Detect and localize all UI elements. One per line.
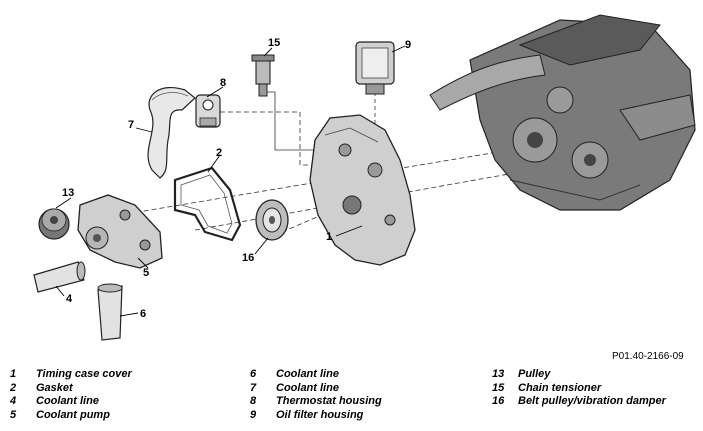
exploded-view-diagram: 1 2 4 5 6 7 8 9 13 15 16 — [33, 14, 696, 341]
callout-6: 6 — [140, 308, 146, 320]
coolant-pump — [77, 194, 163, 269]
callout-8: 8 — [220, 77, 226, 89]
oil-filter-housing — [355, 41, 395, 95]
coolant-line-short — [33, 261, 86, 293]
callout-5: 5 — [143, 267, 149, 279]
engine-assembly — [429, 14, 696, 211]
callout-labels: 1 2 4 5 6 7 8 9 13 15 16 — [62, 37, 411, 320]
leader-lines — [55, 45, 406, 317]
reference-code: P01.40-2166-09 — [612, 351, 684, 362]
coolant-line-upper — [147, 87, 196, 179]
callout-9: 9 — [405, 39, 411, 51]
callout-15: 15 — [268, 37, 280, 49]
callout-13: 13 — [62, 187, 74, 199]
thermostat-housing — [195, 94, 221, 128]
alignment-lines — [119, 85, 521, 236]
callout-1: 1 — [326, 231, 332, 243]
coolant-line-long — [97, 283, 123, 341]
callout-16: 16 — [242, 252, 254, 264]
callout-7: 7 — [128, 119, 134, 131]
belt-pulley-vibration-damper — [255, 199, 289, 241]
timing-case-cover — [309, 114, 416, 266]
callout-4: 4 — [66, 293, 73, 305]
gasket — [173, 166, 242, 242]
chain-tensioner — [251, 54, 275, 97]
callout-2: 2 — [216, 147, 222, 159]
pulley — [38, 208, 70, 240]
